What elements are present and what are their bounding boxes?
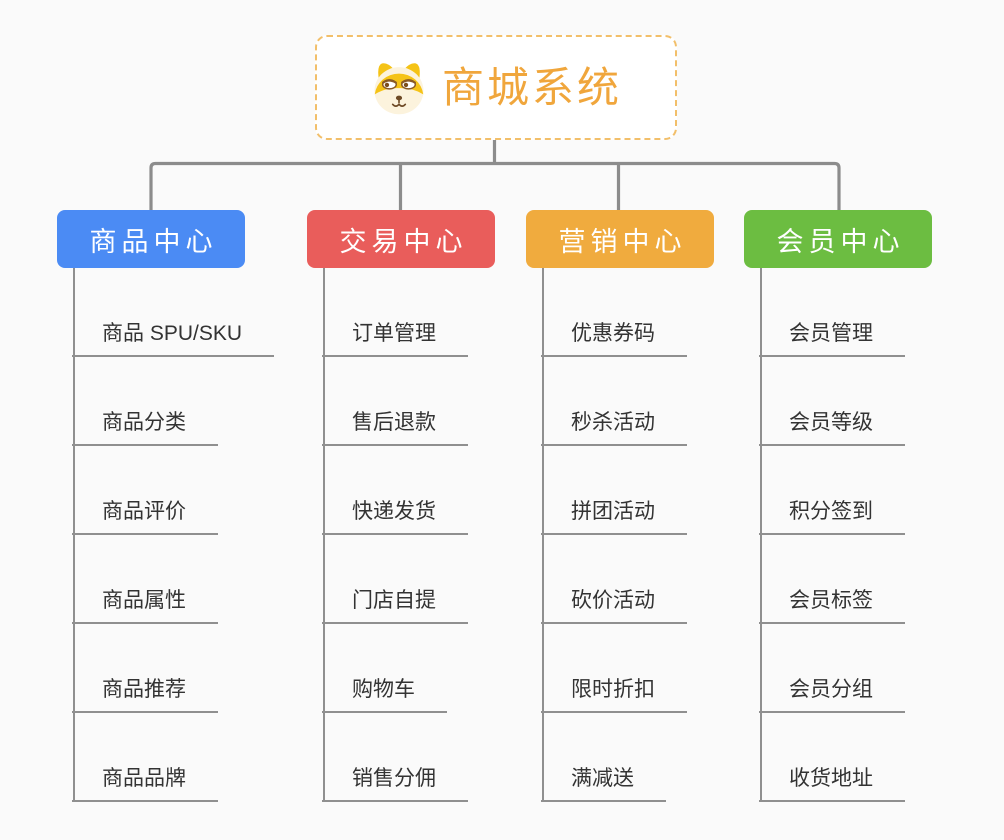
branch-trunk-line (542, 268, 544, 802)
leaf-item[interactable]: 会员分组 (759, 674, 905, 713)
leaf-item[interactable]: 拼团活动 (541, 496, 687, 535)
leaf-item[interactable]: 积分签到 (759, 496, 905, 535)
leaf-item[interactable]: 商品评价 (72, 496, 218, 535)
leaf-item[interactable]: 限时折扣 (541, 674, 687, 713)
leaf-item[interactable]: 购物车 (322, 674, 447, 713)
branch-node-2[interactable]: 交易中心 (307, 210, 495, 268)
leaf-item[interactable]: 商品属性 (72, 585, 218, 624)
branch-node-1[interactable]: 商品中心 (57, 210, 245, 268)
dog-face-icon (370, 59, 428, 117)
leaf-item[interactable]: 售后退款 (322, 407, 468, 446)
leaf-item[interactable]: 销售分佣 (322, 763, 468, 802)
leaf-item[interactable]: 砍价活动 (541, 585, 687, 624)
leaf-item[interactable]: 订单管理 (322, 318, 468, 357)
leaf-item[interactable]: 秒杀活动 (541, 407, 687, 446)
leaf-item[interactable]: 收货地址 (759, 763, 905, 802)
leaf-item[interactable]: 优惠券码 (541, 318, 687, 357)
root-topic-node[interactable]: 商城系统 (315, 35, 677, 140)
leaf-item[interactable]: 商品品牌 (72, 763, 218, 802)
leaf-item[interactable]: 快递发货 (322, 496, 468, 535)
leaf-item[interactable]: 门店自提 (322, 585, 468, 624)
branch-trunk-line (760, 268, 762, 802)
leaf-item[interactable]: 会员标签 (759, 585, 905, 624)
branch-trunk-line (73, 268, 75, 802)
leaf-item[interactable]: 商品分类 (72, 407, 218, 446)
branch-node-3[interactable]: 营销中心 (526, 210, 714, 268)
leaf-item[interactable]: 商品推荐 (72, 674, 218, 713)
root-topic-title: 商城系统 (441, 63, 622, 111)
leaf-item[interactable]: 会员管理 (759, 318, 905, 357)
leaf-item[interactable]: 满减送 (541, 763, 666, 802)
leaf-item[interactable]: 商品 SPU/SKU (72, 318, 275, 357)
branch-node-4[interactable]: 会员中心 (744, 210, 932, 268)
leaf-item[interactable]: 会员等级 (759, 407, 905, 446)
branch-trunk-line (323, 268, 325, 802)
